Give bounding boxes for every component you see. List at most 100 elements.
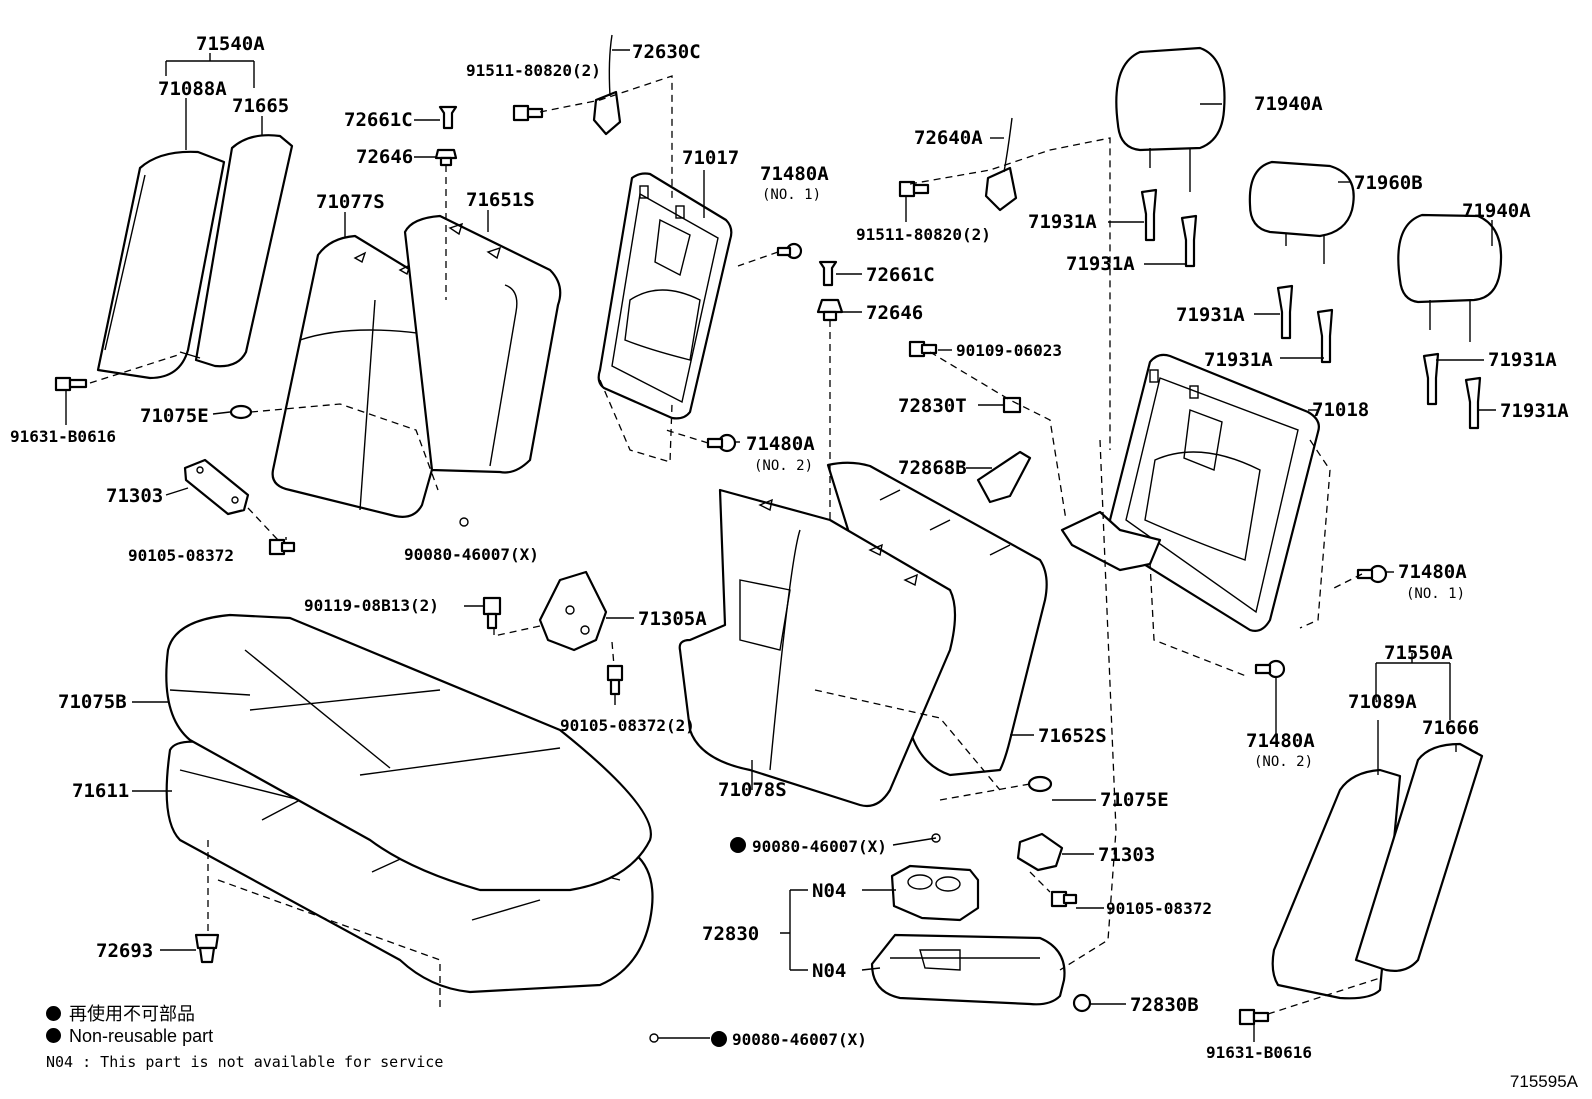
label-71078S: 71078S bbox=[718, 779, 787, 801]
bolt-91631-B0616-right bbox=[1238, 1008, 1270, 1026]
bolt-71480A-no2-a bbox=[706, 433, 737, 453]
guide-71931A bbox=[1140, 188, 1482, 430]
label-72646-mid: 72646 bbox=[866, 302, 923, 324]
nut-72830T bbox=[1002, 396, 1022, 414]
label-90119-08B13: 90119-08B13(2) bbox=[304, 596, 439, 615]
frame-71017 bbox=[597, 172, 733, 420]
label-72693: 72693 bbox=[96, 940, 153, 962]
cupholder-N04 bbox=[890, 864, 980, 922]
label-71940A-b: 71940A bbox=[1462, 200, 1531, 222]
label-71550A: 71550A bbox=[1384, 642, 1453, 664]
hinge-71303-left bbox=[183, 458, 250, 516]
legend-en-text: Non-reusable part bbox=[69, 1026, 214, 1046]
label-71666: 71666 bbox=[1422, 717, 1479, 739]
label-91511-80820-b: 91511-80820(2) bbox=[856, 225, 991, 244]
bolt-71480A-no2-b bbox=[1254, 659, 1286, 679]
label-71018: 71018 bbox=[1312, 399, 1369, 421]
lock-72640A bbox=[984, 117, 1018, 212]
label-71931A-5: 71931A bbox=[1488, 349, 1557, 371]
label-72830B: 72830B bbox=[1130, 994, 1199, 1016]
label-71017: 71017 bbox=[682, 147, 739, 169]
armrest-71088A bbox=[96, 150, 226, 380]
label-90080-46007-b: 90080-46007(X) bbox=[752, 837, 887, 856]
leader-lines bbox=[65, 49, 1496, 1042]
label-72646-top: 72646 bbox=[356, 146, 413, 168]
clip-71075E-left bbox=[229, 404, 253, 420]
part-labels: 71540A 71088A 71665 91631-B0616 71075E 7… bbox=[10, 33, 1569, 1062]
bolt-90109-06023 bbox=[908, 340, 938, 358]
label-72640A: 72640A bbox=[914, 127, 983, 149]
label-71651S: 71651S bbox=[466, 189, 535, 211]
label-72661C-top: 72661C bbox=[344, 109, 413, 131]
label-90080-46007-a: 90080-46007(X) bbox=[404, 545, 539, 564]
clip-71075E-right bbox=[1027, 775, 1053, 793]
label-71480A-no1-b-sub: (NO. 1) bbox=[1406, 586, 1465, 602]
label-71931A-6: 71931A bbox=[1500, 400, 1569, 422]
label-71611: 71611 bbox=[72, 780, 129, 802]
label-71931A-3: 71931A bbox=[1176, 304, 1245, 326]
label-71480A-no1-b: 71480A bbox=[1398, 561, 1467, 583]
bolt-71480A-no1-a bbox=[776, 242, 803, 260]
label-90080-46007-c: 90080-46007(X) bbox=[732, 1030, 867, 1049]
label-71940A-a: 71940A bbox=[1254, 93, 1323, 115]
label-72661C-mid: 72661C bbox=[866, 264, 935, 286]
bracket-71305A bbox=[538, 570, 608, 652]
armrest-N04 bbox=[870, 933, 1066, 1006]
service-note: N04 : This part is not available for ser… bbox=[46, 1053, 444, 1071]
label-90105-08372-2: 90105-08372(2) bbox=[560, 716, 695, 735]
bolt-91511-80820-a bbox=[512, 104, 544, 122]
label-91631-B0616-left: 91631-B0616 bbox=[10, 427, 116, 446]
pin-72661C-mid bbox=[818, 260, 838, 287]
label-71305A: 71305A bbox=[638, 608, 707, 630]
label-71480A-no1-a-sub: (NO. 1) bbox=[762, 187, 821, 203]
headrest-71940A-a bbox=[1115, 46, 1226, 192]
label-71652S: 71652S bbox=[1038, 725, 1107, 747]
seatback-cover-71651S bbox=[403, 214, 562, 474]
bolt-90105-08372-left bbox=[268, 538, 296, 556]
label-71075B: 71075B bbox=[58, 691, 127, 713]
label-71540A: 71540A bbox=[196, 33, 265, 55]
label-91631-B0616-right: 91631-B0616 bbox=[1206, 1043, 1312, 1062]
label-90105-08372-right: 90105-08372 bbox=[1106, 899, 1212, 918]
frame-71018 bbox=[1060, 353, 1320, 632]
hinge-71303-right bbox=[1016, 832, 1064, 872]
label-N04-b: N04 bbox=[812, 960, 846, 982]
label-71960B: 71960B bbox=[1354, 172, 1423, 194]
label-71480A-no2-a-sub: (NO. 2) bbox=[754, 458, 813, 474]
label-71931A-1: 71931A bbox=[1028, 211, 1097, 233]
bolt-71480A-no1-b bbox=[1356, 564, 1388, 584]
headrest-71940A-b bbox=[1397, 213, 1503, 342]
pin-72661C-top bbox=[438, 105, 458, 130]
label-71075E-right: 71075E bbox=[1100, 789, 1169, 811]
label-71303-right: 71303 bbox=[1098, 844, 1155, 866]
legend-en: Non-reusable part bbox=[46, 1026, 213, 1047]
armrest-71665 bbox=[179, 134, 294, 368]
bolt-90119-08B13 bbox=[482, 596, 502, 630]
label-71089A: 71089A bbox=[1348, 691, 1417, 713]
label-71075E-left: 71075E bbox=[140, 405, 209, 427]
label-71303-left: 71303 bbox=[106, 485, 163, 507]
label-71480A-no1-a: 71480A bbox=[760, 163, 829, 185]
label-71480A-no2-b: 71480A bbox=[1246, 730, 1315, 752]
bracket-72868B bbox=[976, 450, 1032, 504]
label-72630C: 72630C bbox=[632, 41, 701, 63]
clip-72830B bbox=[1072, 993, 1092, 1013]
armrest-71666 bbox=[1354, 742, 1484, 972]
label-90109-06023: 90109-06023 bbox=[956, 341, 1062, 360]
label-90105-08372-left: 90105-08372 bbox=[128, 546, 234, 565]
seatback-71078S bbox=[678, 488, 957, 808]
label-72830: 72830 bbox=[702, 923, 759, 945]
label-71931A-4: 71931A bbox=[1204, 349, 1273, 371]
bolt-90105-08372-right bbox=[1050, 890, 1078, 908]
non-reusable-dot-icon bbox=[46, 1006, 61, 1021]
clip-72693 bbox=[194, 933, 220, 964]
label-N04-a: N04 bbox=[812, 880, 846, 902]
headrest-71960B bbox=[1248, 160, 1355, 264]
grommet-72646-mid bbox=[816, 298, 844, 322]
label-71931A-2: 71931A bbox=[1066, 253, 1135, 275]
label-71480A-no2-b-sub: (NO. 2) bbox=[1254, 754, 1313, 770]
label-71088A: 71088A bbox=[158, 78, 227, 100]
seat-cushion-cover-71075B bbox=[165, 613, 652, 892]
figure-number: 715595A bbox=[1509, 1072, 1578, 1091]
